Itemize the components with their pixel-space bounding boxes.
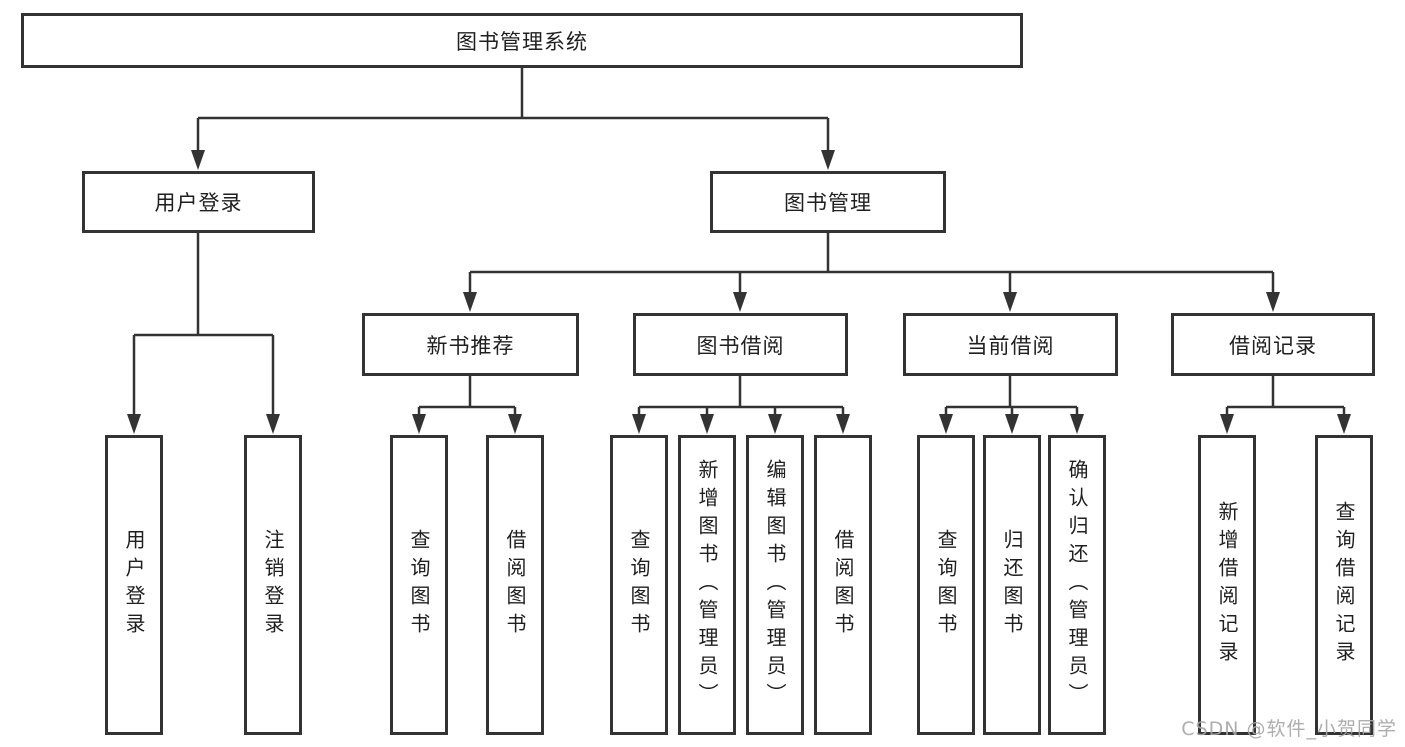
node-current-borrowing: 当前借阅 [903, 313, 1118, 376]
node-library-system: 图书管理系统 [21, 13, 1023, 68]
leaf-query-books-recommend-label: 查询图书 [407, 529, 431, 641]
arrowhead-icon [768, 414, 782, 434]
arrowhead-icon [821, 150, 835, 170]
leaf-add-book-admin-label: 新增图书（管理员） [695, 459, 719, 711]
leaf-query-books-recommend: 查询图书 [390, 435, 448, 735]
node-book-borrowing: 图书借阅 [633, 313, 848, 376]
arrowhead-icon [508, 414, 522, 434]
connector-book-borrow-branch [637, 376, 845, 416]
node-library-system-label: 图书管理系统 [456, 29, 588, 54]
leaf-logout-label: 注销登录 [261, 529, 285, 641]
node-current-borrowing-label: 当前借阅 [966, 333, 1055, 358]
leaf-borrow-books-recommend: 借阅图书 [486, 435, 544, 735]
leaf-query-books-borrow: 查询图书 [610, 435, 668, 735]
leaf-edit-book-admin: 编辑图书（管理员） [746, 435, 804, 735]
arrowhead-icon [700, 414, 714, 434]
node-user-login: 用户登录 [82, 171, 315, 233]
arrowhead-icon [127, 414, 141, 434]
node-book-management-label: 图书管理 [784, 191, 872, 215]
leaf-query-books-current: 查询图书 [917, 435, 975, 735]
node-book-management: 图书管理 [710, 171, 946, 233]
arrowhead-icon [1337, 414, 1351, 434]
leaf-query-borrow-record: 查询借阅记录 [1315, 435, 1373, 735]
connector-new-book-branch [417, 376, 517, 416]
node-user-login-label: 用户登录 [154, 191, 243, 215]
leaf-add-borrow-record-label: 新增借阅记录 [1215, 501, 1239, 669]
leaf-user-login-label: 用户登录 [122, 529, 146, 641]
node-borrowing-records: 借阅记录 [1171, 313, 1375, 376]
arrowhead-icon [1003, 292, 1017, 312]
watermark: CSDN @软件_小贺同学 [1181, 718, 1397, 740]
leaf-add-book-admin: 新增图书（管理员） [678, 435, 736, 735]
node-new-book-recommend: 新书推荐 [362, 313, 579, 376]
leaf-borrow-books: 借阅图书 [814, 435, 872, 735]
arrowhead-icon [463, 292, 477, 312]
leaf-return-book: 归还图书 [983, 435, 1041, 735]
leaf-query-books-borrow-label: 查询图书 [627, 529, 651, 641]
leaf-edit-book-admin-label: 编辑图书（管理员） [763, 459, 787, 711]
leaf-query-books-current-label: 查询图书 [934, 529, 958, 641]
leaf-borrow-books-label: 借阅图书 [831, 529, 855, 641]
leaf-user-login: 用户登录 [105, 435, 163, 735]
arrowhead-icon [939, 414, 953, 434]
leaf-add-borrow-record: 新增借阅记录 [1198, 435, 1256, 735]
connector-borrow-record-branch [1225, 376, 1346, 416]
arrowhead-icon [632, 414, 646, 434]
arrowhead-icon [1070, 414, 1084, 434]
arrowhead-icon [733, 292, 747, 312]
leaf-return-book-label: 归还图书 [1000, 529, 1024, 641]
connector-current-borrow-branch [944, 376, 1079, 416]
leaf-logout: 注销登录 [244, 435, 302, 735]
arrowhead-icon [1220, 414, 1234, 434]
connector-root-branch [196, 68, 830, 152]
node-book-borrowing-label: 图书借阅 [696, 333, 785, 358]
arrowhead-icon [1005, 414, 1019, 434]
arrowhead-icon [191, 150, 205, 170]
connector-book-mgmt-branch [468, 233, 1275, 294]
node-borrowing-records-label: 借阅记录 [1229, 333, 1317, 358]
arrowhead-icon [412, 414, 426, 434]
node-new-book-recommend-label: 新书推荐 [426, 333, 515, 358]
leaf-borrow-books-recommend-label: 借阅图书 [503, 529, 527, 641]
arrowhead-icon [266, 414, 280, 434]
leaf-confirm-return-admin-label: 确认归还（管理员） [1065, 459, 1089, 711]
connector-user-login-branch [132, 233, 275, 416]
leaf-query-borrow-record-label: 查询借阅记录 [1332, 501, 1356, 669]
arrowhead-icon [1266, 292, 1280, 312]
leaf-confirm-return-admin: 确认归还（管理员） [1048, 435, 1106, 735]
arrowhead-icon [836, 414, 850, 434]
